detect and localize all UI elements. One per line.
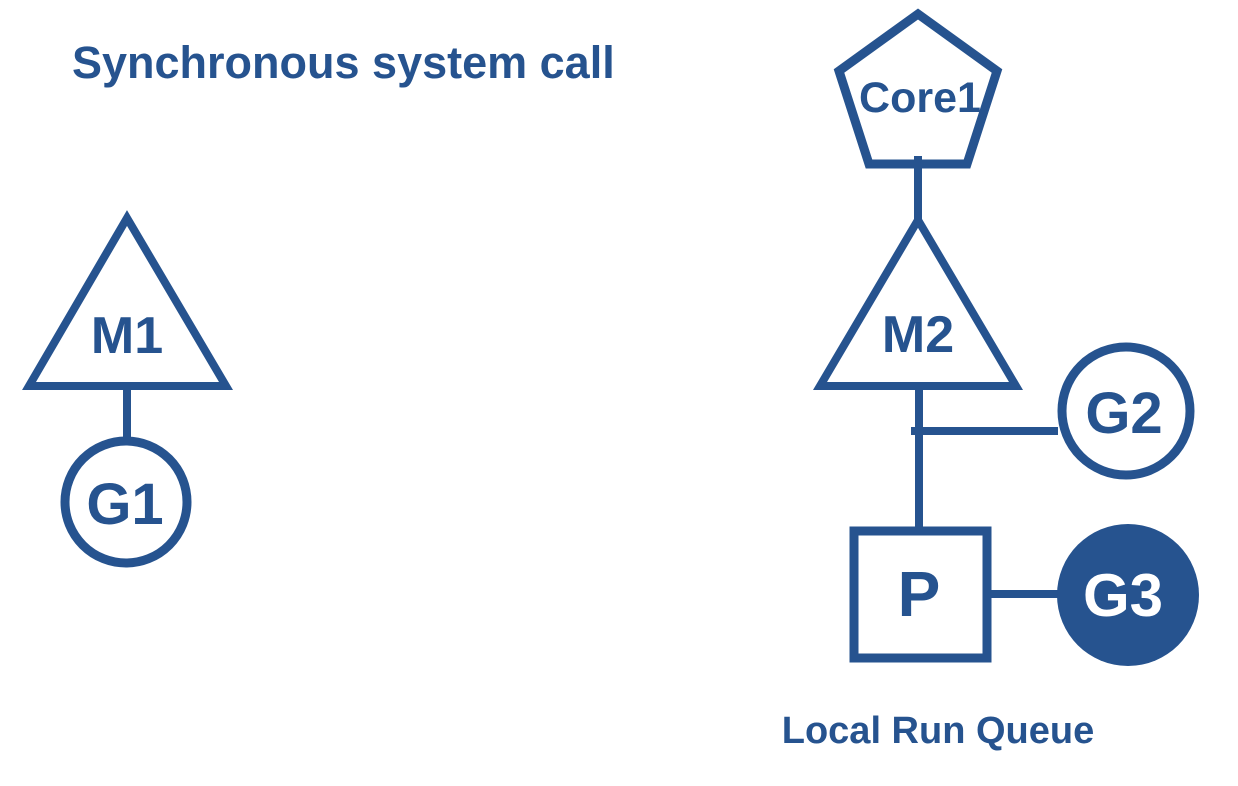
g1-circle-icon <box>60 436 192 568</box>
core1-pentagon-icon <box>833 8 1003 169</box>
local-run-queue-caption: Local Run Queue <box>782 710 1094 752</box>
p-label: P <box>898 558 941 630</box>
core1-scheduler-group: Core1 M2 G2 P G3 Local Run Queue <box>782 8 1199 752</box>
g3-label: G3 <box>1083 562 1163 629</box>
g1-label: G1 <box>86 472 163 537</box>
g3-circle-icon <box>1057 524 1199 666</box>
m1-label: M1 <box>91 307 163 365</box>
m1-triangle-icon <box>22 210 233 390</box>
core1-label: Core1 <box>859 74 981 122</box>
m1-g1-group: M1 G1 <box>22 210 233 568</box>
g2-label: G2 <box>1085 381 1162 446</box>
m2-label: M2 <box>882 306 954 364</box>
m2-triangle-icon <box>812 212 1024 390</box>
g2-circle-icon <box>1057 342 1195 480</box>
p-square-icon <box>849 526 992 663</box>
diagram-title: Synchronous system call <box>72 37 615 88</box>
